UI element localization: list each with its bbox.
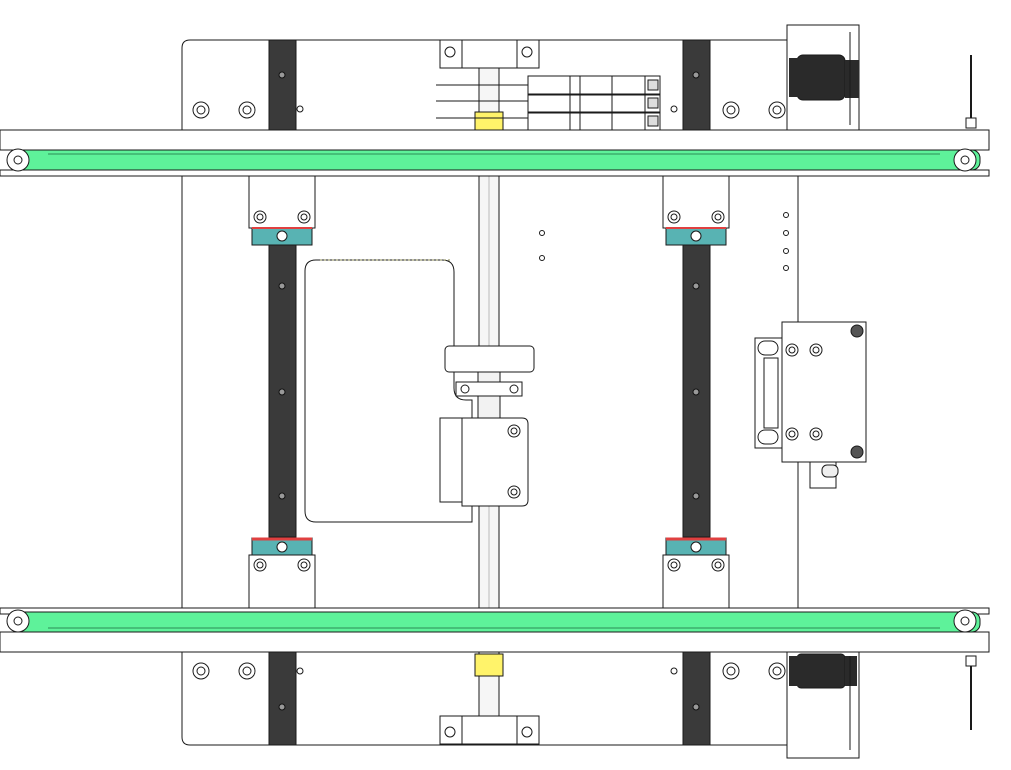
conveyor-top	[0, 129, 990, 177]
sensor-stack	[436, 75, 661, 131]
carriage-top-right	[662, 175, 730, 246]
carriage-bottom-left	[248, 537, 316, 609]
side-actuator-bracket	[754, 321, 867, 489]
linear-rail-left-mid	[268, 244, 297, 538]
stepper-motor-icon	[786, 24, 860, 131]
linear-rail-right-mid	[682, 244, 711, 538]
linear-rail-left-top	[268, 39, 297, 131]
stepper-motor-bottom	[786, 651, 860, 759]
belt-pulley-icon	[6, 148, 977, 172]
linear-rail-right-bottom	[682, 651, 711, 746]
sensor-rod-bottom	[965, 655, 977, 730]
sensor-rod-top	[965, 55, 977, 129]
carriage-top-left	[248, 175, 316, 246]
conveyor-bottom	[0, 607, 990, 653]
limit-switch-icon	[527, 75, 661, 131]
nut-bracket	[439, 417, 529, 507]
linear-rail-left-bottom	[268, 651, 297, 746]
carriage-bottom-right	[662, 537, 730, 609]
linear-rail-right-top	[682, 39, 711, 131]
carriage-plates	[248, 175, 730, 609]
coupling-top	[474, 111, 504, 131]
plate-cutout	[304, 259, 473, 523]
linear-rails	[268, 39, 711, 746]
belt-top	[9, 149, 981, 171]
shaft-support-top	[439, 39, 540, 69]
shaft-support-bottom	[439, 715, 540, 745]
coupling-bottom	[474, 653, 504, 677]
belt-bottom	[9, 611, 981, 633]
